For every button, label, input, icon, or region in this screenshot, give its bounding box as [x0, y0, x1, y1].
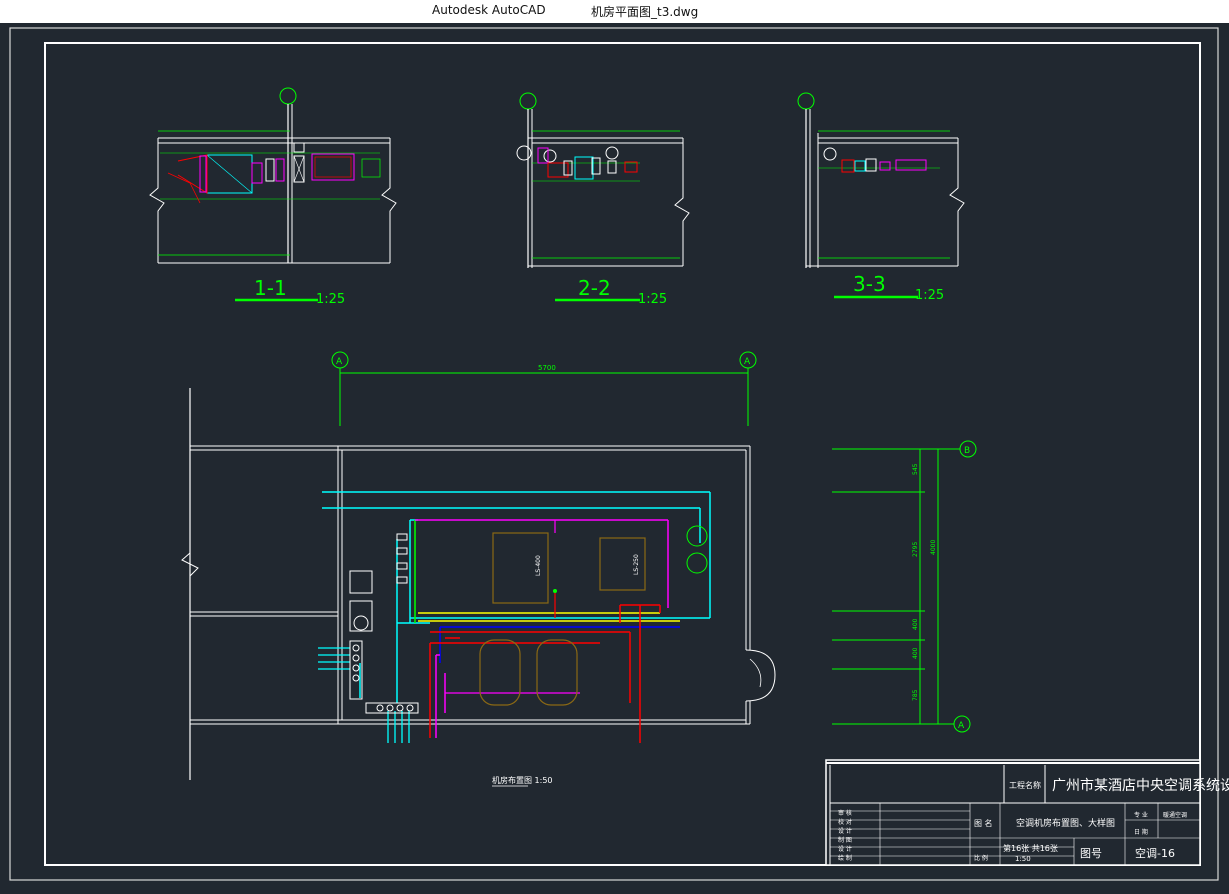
- section-2-2[interactable]: [516, 92, 690, 268]
- drawing-label: 图 名: [974, 818, 993, 828]
- equip-ls-250-label: LS-250: [633, 554, 640, 575]
- plan-pipes[interactable]: [318, 491, 711, 743]
- drawing-no-label: 图号: [1080, 847, 1102, 860]
- file-name: 机房平面图_t3.dwg: [591, 5, 699, 19]
- section-2-2-scale: 1:25: [638, 292, 667, 307]
- right-dim-4: 400: [912, 647, 919, 659]
- row-left-2: 校 对: [838, 818, 852, 826]
- plan-caption: 机房布置图 1:50: [492, 775, 553, 785]
- title-block[interactable]: [825, 759, 1201, 866]
- date-label: 日 期: [1134, 828, 1148, 836]
- row-left-1: 审 核: [838, 809, 852, 817]
- axis-right-bottom: A: [958, 721, 965, 731]
- section-2-2-label: 2-2: [578, 276, 611, 300]
- section-1-1[interactable]: [149, 87, 397, 264]
- title-bar: Autodesk AutoCAD 机房平面图_t3.dwg: [0, 0, 1229, 23]
- drawing-no: 空调-16: [1135, 846, 1175, 860]
- tank-2[interactable]: [536, 639, 578, 706]
- axis-top-right: A: [744, 357, 751, 367]
- right-dim-total: 4000: [930, 540, 937, 555]
- unit-ls-250[interactable]: [599, 537, 646, 591]
- right-dim-2: 2795: [912, 542, 919, 557]
- major-label: 专 业: [1134, 811, 1148, 819]
- plan-equipment[interactable]: [349, 525, 708, 714]
- axis-top-left: A: [336, 357, 343, 367]
- section-1-1-scale: 1:25: [316, 292, 345, 307]
- project-label: 工程名称: [1009, 780, 1041, 790]
- unit-ls-400[interactable]: [492, 532, 549, 604]
- tank-1[interactable]: [479, 639, 521, 706]
- right-dimension: [832, 440, 977, 733]
- section-3-3[interactable]: [797, 92, 965, 268]
- scale-label: 比 例: [974, 854, 988, 862]
- row-left-5: 设 计: [838, 845, 852, 853]
- drawing-name: 空调机房布置图、大样图: [1016, 817, 1115, 829]
- section-1-1-label: 1-1: [254, 276, 287, 300]
- section-3-3-label: 3-3: [853, 272, 886, 296]
- equip-ls-400-label: LS-400: [535, 555, 542, 576]
- row-left-4: 制 图: [838, 836, 852, 844]
- top-dimension-value: 5700: [538, 364, 556, 372]
- row-left-3: 设 计: [838, 827, 852, 835]
- axis-right-top: B: [964, 446, 970, 456]
- row-left-6: 绘 制: [838, 854, 852, 862]
- drawing-svg[interactable]: 1-1 1:25 2-2 1:25: [0, 23, 1229, 890]
- right-dim-3: 400: [912, 618, 919, 630]
- right-dim-5: 785: [912, 689, 919, 701]
- plan-walls[interactable]: [181, 388, 776, 780]
- major-value: 暖通空调: [1163, 811, 1187, 819]
- scale-value: 1:50: [1015, 855, 1031, 863]
- section-3-3-scale: 1:25: [915, 288, 944, 303]
- project-name: 广州市某酒店中央空调系统设计: [1052, 777, 1229, 794]
- inner-border: [44, 42, 1201, 866]
- outer-border: [9, 27, 1219, 881]
- sheet-info: 第16张 共16张: [1003, 843, 1058, 853]
- right-dim-1: 545: [912, 463, 919, 475]
- app-name: Autodesk AutoCAD: [432, 3, 546, 17]
- top-dimension: [331, 351, 757, 426]
- drawing-canvas[interactable]: 1-1 1:25 2-2 1:25: [0, 23, 1229, 890]
